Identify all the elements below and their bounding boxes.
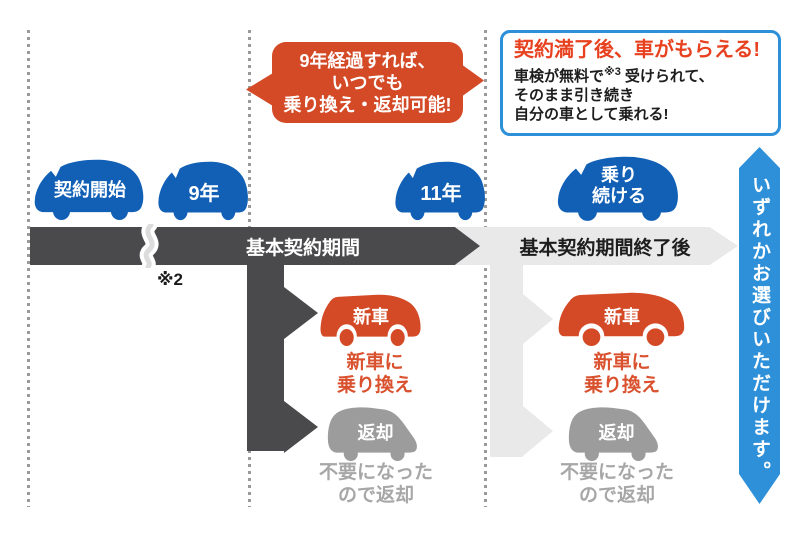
nine-year-bubble: 9年経過すれば、 いつでも 乗り換え・返却可能! bbox=[272, 42, 463, 123]
return-car-icon-right bbox=[568, 407, 658, 462]
base-contract-period-label: 基本契約期間 bbox=[245, 237, 360, 259]
dark-branch-trunk bbox=[247, 245, 284, 451]
return-car-label-right: 返却 bbox=[598, 423, 635, 443]
timeline-break-squiggle-icon bbox=[139, 224, 159, 268]
year-11-car-icon bbox=[395, 161, 485, 221]
year-11-label: 11年 bbox=[420, 183, 462, 205]
choose-option-text: いずれかお選びいただけます。 bbox=[749, 174, 770, 483]
note-2-reference: ※2 bbox=[157, 270, 183, 289]
note-3-reference: ※3 bbox=[604, 66, 621, 78]
light-branch-arrow-new-car bbox=[523, 294, 553, 344]
light-branch-trunk bbox=[490, 245, 523, 457]
choose-option-ribbon: いずれかお選びいただけます。 bbox=[739, 147, 780, 504]
bubble-tail-right bbox=[461, 64, 484, 97]
return-caption-left: 不要になった ので返却 bbox=[318, 462, 433, 506]
base-contract-arrow bbox=[30, 227, 480, 265]
contract-start-label: 契約開始 bbox=[54, 180, 126, 200]
info-box-line-2: そのまま引き続き bbox=[514, 87, 635, 104]
return-car-label-left: 返却 bbox=[357, 423, 394, 443]
dark-branch-arrow-return bbox=[284, 401, 318, 453]
info-box-line-3: 自分の車として乗れる! bbox=[514, 106, 669, 123]
new-car-icon-right bbox=[558, 292, 685, 347]
bubble-line-1: 9年経過すれば、 bbox=[299, 50, 436, 71]
keep-riding-car-icon bbox=[557, 156, 678, 221]
new-car-caption-left: 新車に 乗り換え bbox=[336, 352, 413, 396]
new-car-label-left: 新車 bbox=[353, 307, 389, 327]
info-box-title: 契約満了後、車がもらえる! bbox=[514, 39, 761, 61]
year-9-label: 9年 bbox=[188, 183, 220, 205]
light-branch-arrow-return bbox=[523, 406, 553, 456]
return-caption-right: 不要になった ので返却 bbox=[559, 462, 674, 506]
new-car-label-right: 新車 bbox=[604, 307, 640, 327]
dotted-line-11-years bbox=[484, 30, 487, 507]
year-9-car-icon bbox=[158, 161, 248, 221]
bubble-line-3: 乗り換え・返却可能! bbox=[283, 94, 452, 115]
bubble-line-2: いつでも bbox=[331, 72, 404, 93]
keep-riding-label: 乗り 続ける bbox=[592, 165, 646, 206]
return-car-icon-left bbox=[327, 407, 417, 462]
after-contract-period-label: 基本契約期間終了後 bbox=[519, 237, 691, 259]
new-car-icon-left bbox=[320, 294, 421, 347]
new-car-caption-right: 新車に 乗り換え bbox=[583, 352, 660, 396]
contract-start-car-icon bbox=[34, 159, 144, 221]
dotted-line-contract-start bbox=[27, 30, 30, 507]
dark-branch-arrow-new-car bbox=[284, 287, 318, 339]
